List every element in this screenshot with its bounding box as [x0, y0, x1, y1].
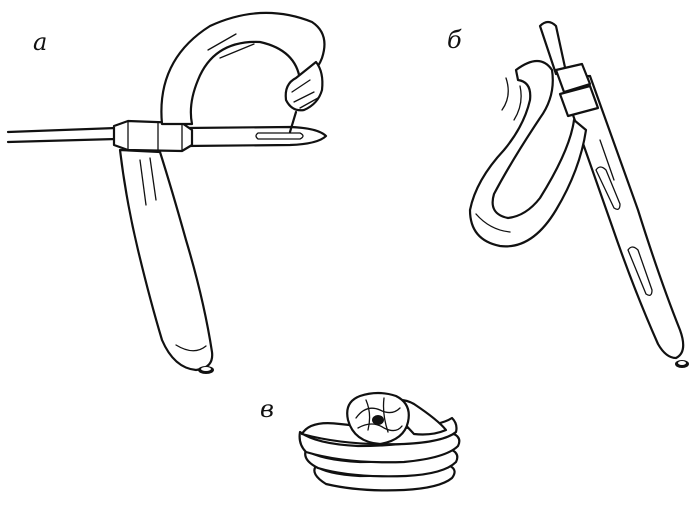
- panel-b-drawing: [470, 22, 689, 368]
- tube-rings: [556, 64, 598, 116]
- gathered-knot: [347, 393, 409, 444]
- panel-a-drawing: [8, 13, 326, 374]
- panel-v-drawing: [300, 393, 460, 490]
- probe-collar: [114, 121, 192, 151]
- arched-sleeve: [161, 13, 324, 132]
- hanging-sleeve: [120, 150, 214, 374]
